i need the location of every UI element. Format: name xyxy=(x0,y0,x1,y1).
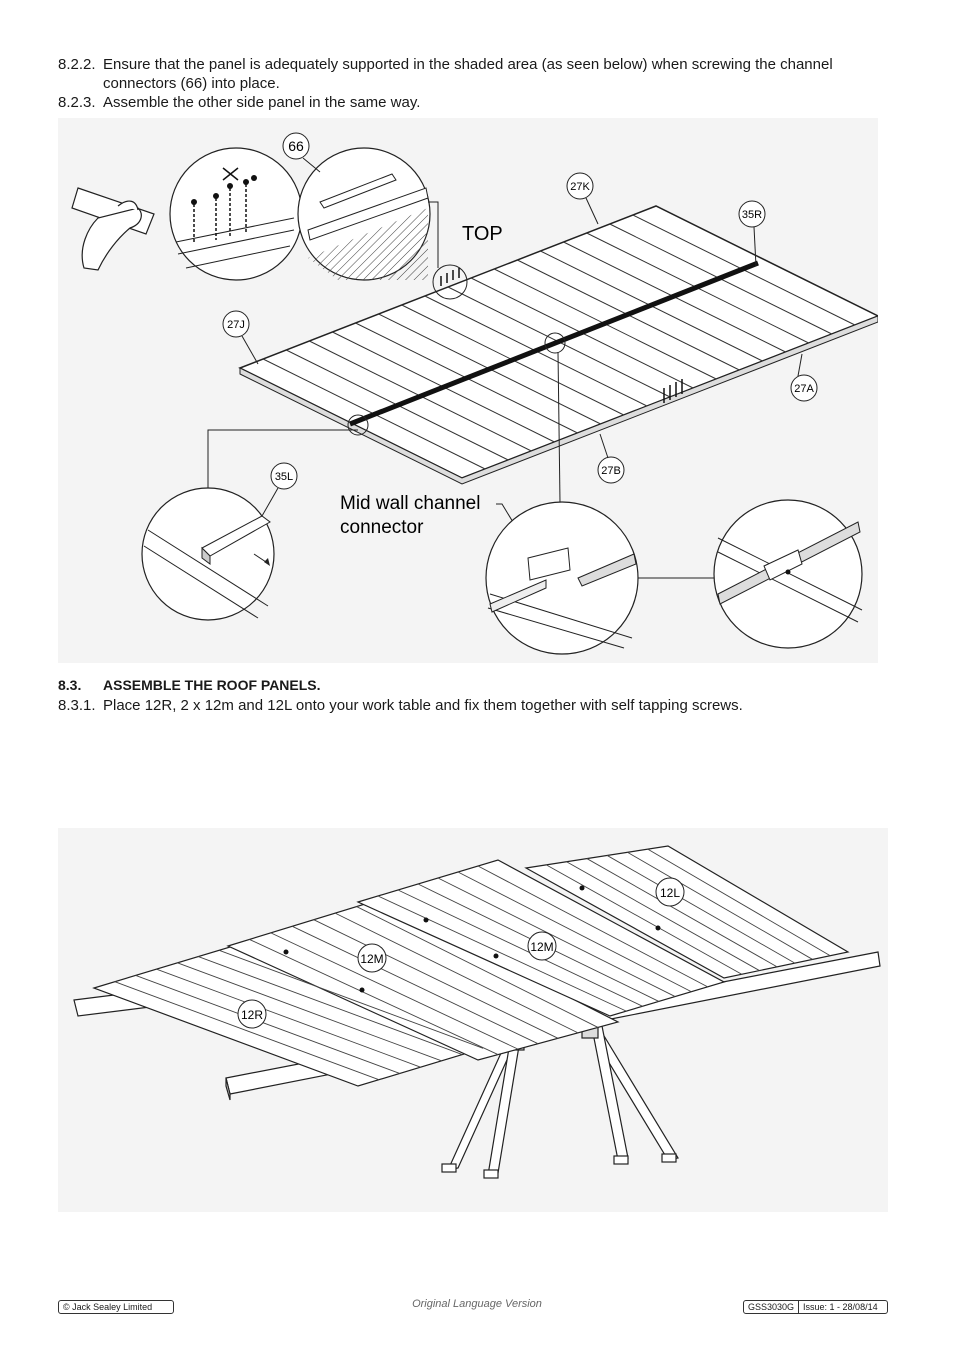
footer-language-note: Original Language Version xyxy=(412,1298,542,1310)
roof-rib xyxy=(606,855,796,964)
roof-rib xyxy=(334,912,579,1034)
roof-rib xyxy=(156,968,421,1068)
roof-rib xyxy=(647,848,831,957)
roof-rib xyxy=(218,949,484,1049)
side-panel-assembly-figure: 66 TOP 27K 35R 27J 27A 27B 35L Mid wall … xyxy=(58,118,878,663)
model-number: GSS3030G xyxy=(744,1301,800,1313)
roof-rib xyxy=(356,906,599,1028)
mid-connector-label-line2: connector xyxy=(340,517,424,538)
section-number: 8.3. xyxy=(58,677,82,693)
roof-rib xyxy=(177,962,442,1062)
step-number: 8.2.3. xyxy=(58,94,96,111)
roof-rib xyxy=(270,932,519,1050)
step-8-3-1: 8.3.1. Place 12R, 2 x 12m and 12L onto y… xyxy=(58,696,918,716)
roof-panel-assembly-figure: 12L 12M 12M 12R xyxy=(58,828,888,1212)
roof-rib xyxy=(249,939,499,1055)
step-number: 8.3.1. xyxy=(58,697,96,714)
label-12m-left: 12M xyxy=(360,952,383,966)
roof-rib xyxy=(477,865,708,988)
footer-model-issue: GSS3030G Issue: 1 - 28/08/14 xyxy=(743,1300,888,1314)
step-8-2-2: 8.2.2. Ensure that the panel is adequate… xyxy=(58,55,918,95)
roof-rib xyxy=(377,895,627,1012)
screw-detail-circle xyxy=(169,147,303,281)
roof-rib xyxy=(457,871,692,993)
channel-connector-bar xyxy=(349,260,759,427)
copyright-text: © Jack Sealey Limited xyxy=(63,1302,153,1312)
roof-rib xyxy=(198,956,463,1055)
label-66: 66 xyxy=(288,138,304,154)
label-12l: 12L xyxy=(660,886,680,900)
label-27j: 27J xyxy=(227,319,245,331)
label-12r: 12R xyxy=(241,1008,263,1022)
connector-66-detail-circle xyxy=(297,147,431,281)
mid-connector-label-line1: Mid wall channel xyxy=(340,493,480,514)
roof-rib xyxy=(566,861,760,971)
step-text-line1: Ensure that the panel is adequately supp… xyxy=(103,56,833,73)
roof-rib xyxy=(313,919,559,1039)
hand-holding-panel-icon xyxy=(71,187,155,271)
35l-detail-circle xyxy=(141,487,275,621)
label-27k: 27K xyxy=(570,181,590,193)
top-label: TOP xyxy=(462,223,503,245)
roof-rib xyxy=(292,925,539,1045)
roof-rib xyxy=(546,864,742,975)
section-title: ASSEMBLE THE ROOF PANELS. xyxy=(103,677,321,693)
step-8-2-3: 8.2.3. Assemble the other side panel in … xyxy=(58,93,918,113)
roof-panel-ribs xyxy=(114,848,831,1081)
roof-rib xyxy=(627,851,813,960)
mid-connector-fitted-detail-circle xyxy=(713,499,863,649)
issue-date: Issue: 1 - 28/08/14 xyxy=(803,1302,878,1312)
roof-rib xyxy=(586,858,778,968)
roof-rib xyxy=(114,981,380,1081)
screws-icon xyxy=(440,268,683,403)
step-text: Assemble the other side panel in the sam… xyxy=(103,94,421,111)
step-text: Place 12R, 2 x 12m and 12L onto your wor… xyxy=(103,697,743,714)
roof-rib xyxy=(135,975,400,1074)
step-text-line2: connectors (66) into place. xyxy=(103,75,280,92)
mid-connector-detail-circle xyxy=(485,501,639,655)
roof-screws-icon xyxy=(283,885,661,993)
label-35l: 35L xyxy=(275,471,293,483)
footer-copyright: © Jack Sealey Limited xyxy=(58,1300,174,1314)
roof-rib xyxy=(397,889,643,1007)
label-27a: 27A xyxy=(794,383,814,395)
label-27b: 27B xyxy=(601,465,621,477)
step-number: 8.2.2. xyxy=(58,56,96,73)
label-35r: 35R xyxy=(742,209,762,221)
roof-rib xyxy=(437,877,676,997)
label-12m-right: 12M xyxy=(530,940,553,954)
